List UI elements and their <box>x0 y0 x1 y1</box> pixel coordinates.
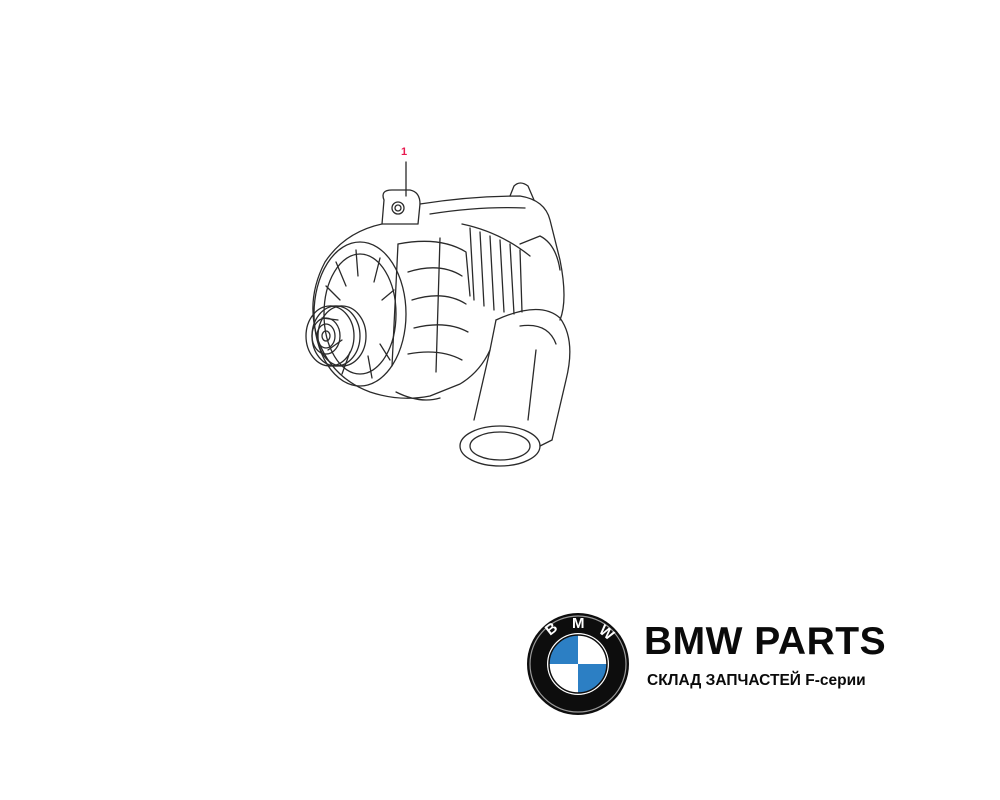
bmw-logo-letter-m: M <box>572 615 585 632</box>
callout-number: 1 <box>401 146 408 158</box>
brand-block: B M W BMW PARTS СКЛАД ЗАПЧАСТЕЙ F-серии <box>526 612 926 722</box>
bmw-logo-icon: B M W <box>527 613 629 715</box>
brand-title: BMW PARTS <box>644 620 887 663</box>
brand-subtitle: СКЛАД ЗАПЧАСТЕЙ F-серии <box>647 672 866 689</box>
alternator-drawing-icon <box>305 161 571 467</box>
